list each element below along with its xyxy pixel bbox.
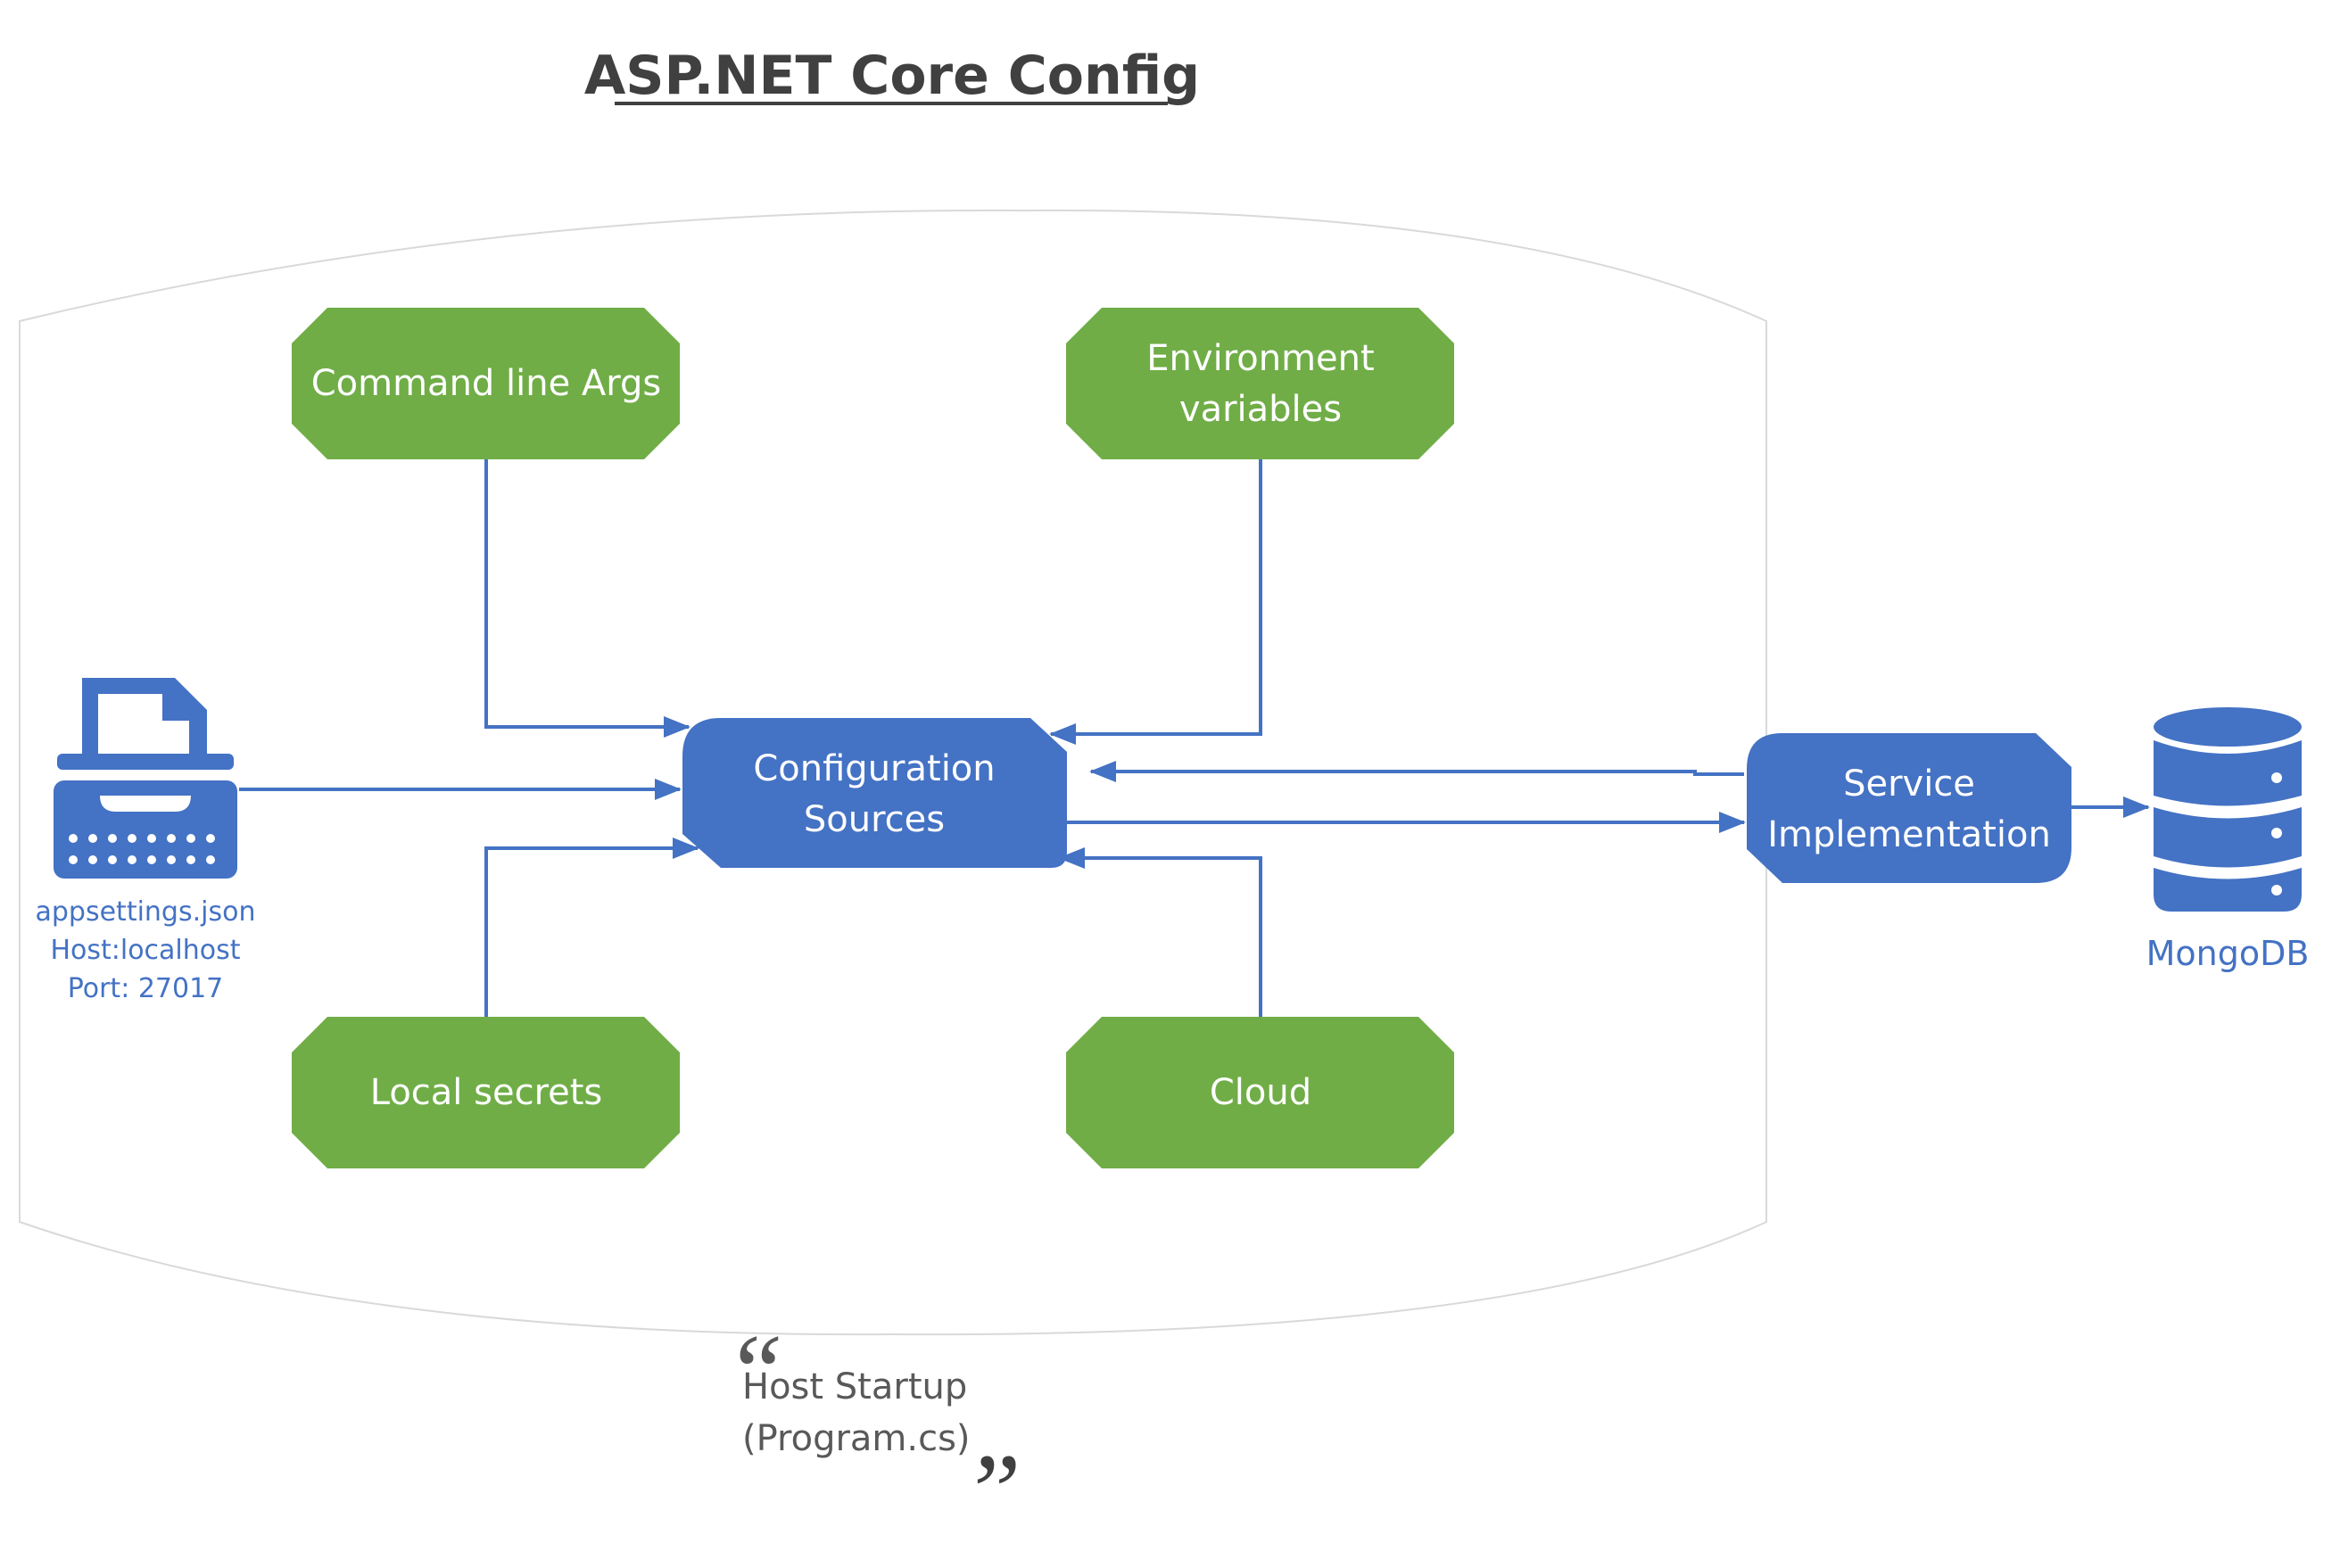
appsettings-filename: appsettings.json <box>36 896 256 928</box>
local-secrets-arrow <box>484 838 699 1017</box>
diagram-title: ASP.NET Core Config <box>584 45 1200 107</box>
host-startup-caption-line1: Host Startup <box>742 1366 967 1407</box>
quote-open: “ <box>724 1312 784 1431</box>
connectors <box>239 459 2150 1017</box>
typewriter-document-icon <box>54 678 237 879</box>
environment-variables-node: Environment variables <box>1066 308 1454 459</box>
configuration-sources-label-line2: Sources <box>804 799 945 840</box>
appsettings-host: Host:localhost <box>50 935 240 966</box>
service-implementation-label-line1: Service <box>1843 763 1975 805</box>
quote-close: ” <box>962 1432 1021 1550</box>
appsettings-port: Port: 27017 <box>68 973 224 1004</box>
cloud-node: Cloud <box>1066 1017 1454 1168</box>
local-secrets-node: Local secrets <box>292 1017 680 1168</box>
command-line-arrow <box>484 459 690 738</box>
service-to-config-arrow <box>1089 761 1744 782</box>
environment-variables-label-line2: variables <box>1179 389 1342 430</box>
mongodb-label: MongoDB <box>2146 934 2310 973</box>
command-line-args-label: Command line Args <box>311 363 662 404</box>
service-implementation-label-line2: Implementation <box>1767 814 2051 855</box>
service-implementation-node: Service Implementation <box>1747 733 2071 883</box>
environment-variables-label-line1: Environment <box>1146 338 1374 379</box>
configuration-sources-label-line1: Configuration <box>753 748 995 789</box>
cloud-arrow <box>1058 847 1262 1017</box>
environment-arrow <box>1049 459 1262 745</box>
database-icon <box>2154 707 2302 912</box>
host-startup-container <box>19 209 1767 1336</box>
local-secrets-label: Local secrets <box>370 1072 603 1113</box>
configuration-sources-node: Configuration Sources <box>682 718 1067 868</box>
host-startup-caption-line2: (Program.cs) <box>742 1418 971 1459</box>
command-line-args-node: Command line Args <box>292 308 680 459</box>
cloud-label: Cloud <box>1210 1072 1311 1113</box>
